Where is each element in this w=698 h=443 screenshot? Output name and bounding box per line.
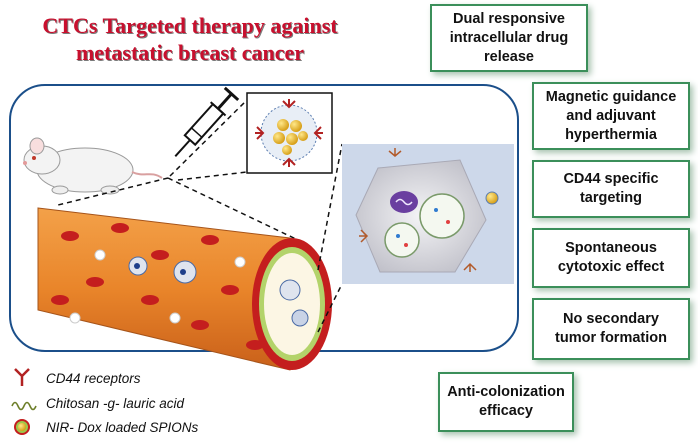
title-line-1: CTCs Targeted therapy against <box>42 13 338 38</box>
legend-spions: NIR- Dox loaded SPIONs <box>36 417 198 437</box>
polymer-coil-icon <box>11 401 37 411</box>
blood-vessel-illustration <box>37 207 332 371</box>
diagram-title: CTCs Targeted therapy against metastatic… <box>6 12 374 66</box>
syringe-icon <box>174 86 240 158</box>
legend-label-spions: NIR- Dox loaded SPIONs <box>46 419 199 435</box>
legend-label-cd44: CD44 receptors <box>46 370 141 386</box>
zoom-line <box>57 177 169 206</box>
zoom-line <box>317 143 343 271</box>
spion-particle-icon <box>14 419 30 435</box>
benefit-no-secondary-tumor: No secondary tumor formation <box>532 298 690 360</box>
legend-label-chitosan: Chitosan -g- lauric acid <box>46 395 185 411</box>
nanoparticle-inset <box>246 92 333 174</box>
benefit-magnetic-guidance: Magnetic guidance and adjuvant hyperther… <box>532 82 690 150</box>
zoom-line <box>177 171 248 181</box>
cell-inset <box>342 144 514 284</box>
legend-cd44: CD44 receptors <box>36 368 141 388</box>
benefit-dual-responsive-release: Dual responsive intracellular drug relea… <box>430 4 588 72</box>
benefit-cytotoxic-effect: Spontaneous cytotoxic effect <box>532 228 690 288</box>
zoom-line <box>169 99 248 177</box>
zoom-line <box>167 177 299 241</box>
title-line-2: metastatic breast cancer <box>75 40 305 65</box>
mouse-illustration <box>23 137 163 195</box>
legend-chitosan: Chitosan -g- lauric acid <box>36 393 184 413</box>
benefit-cd44-targeting: CD44 specific targeting <box>532 160 690 218</box>
y-receptor-icon <box>14 368 30 386</box>
benefit-anti-colonization: Anti-colonization efficacy <box>438 372 574 432</box>
